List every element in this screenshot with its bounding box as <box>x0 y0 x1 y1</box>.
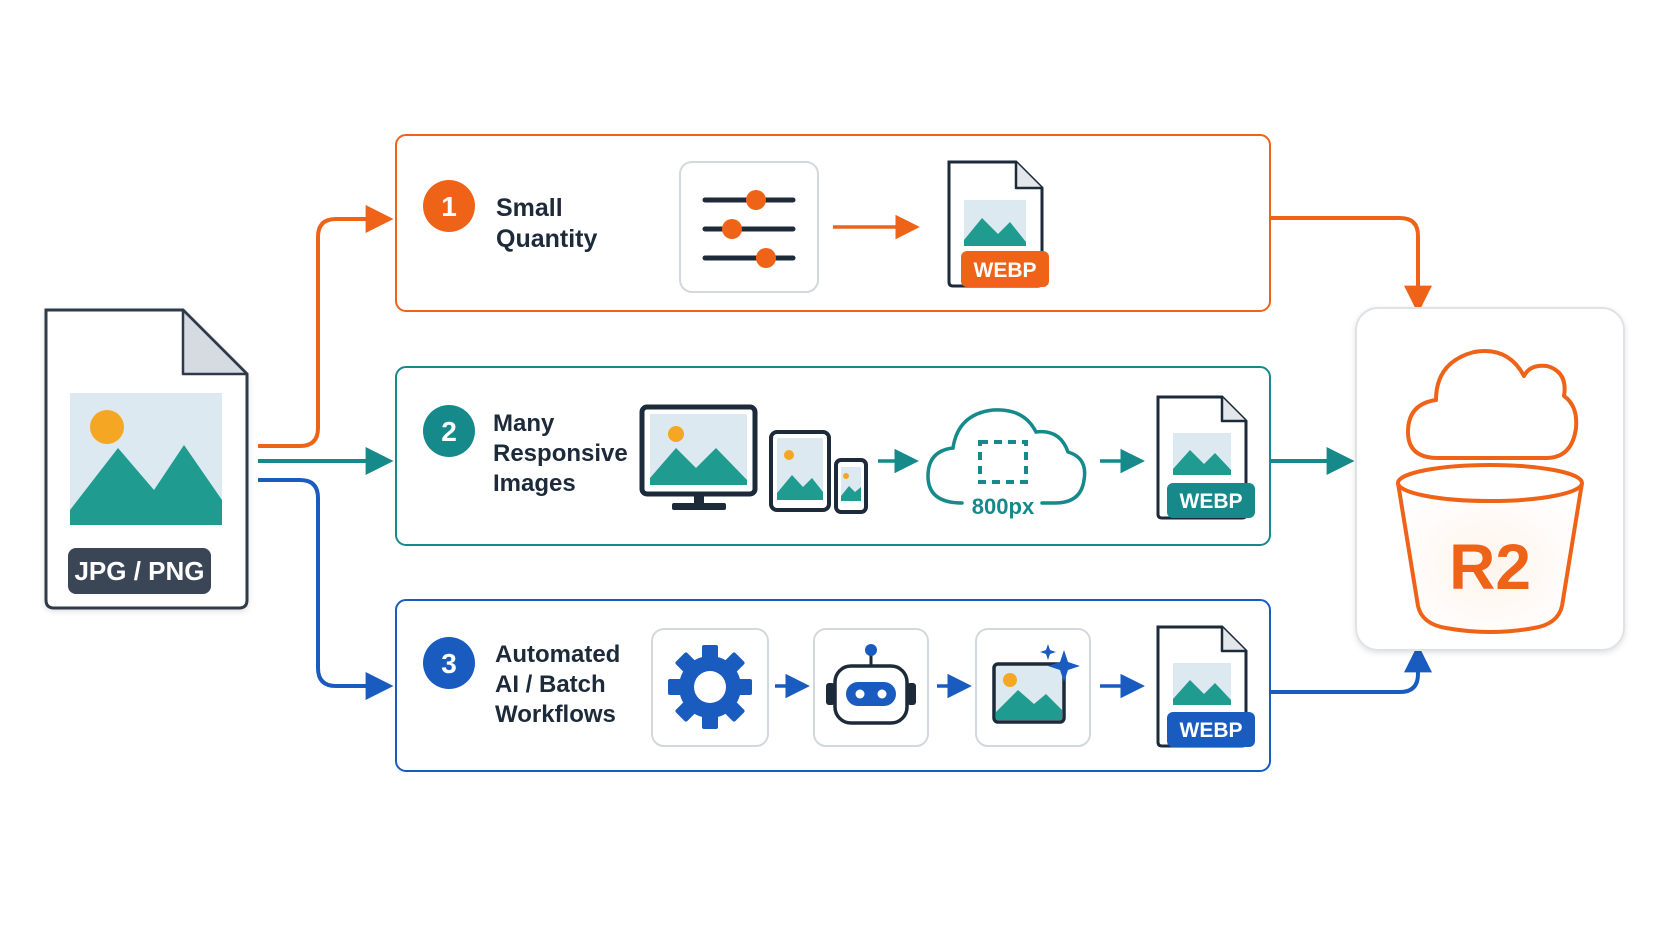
connector-row3-r2 <box>1270 644 1432 694</box>
row-1-number: 1 <box>441 191 457 222</box>
row-3-webp-badge: WEBP <box>1180 719 1243 742</box>
row-1-small-quantity: 1 Small Quantity WEBP <box>395 134 1271 312</box>
row-2-title-line-2: Responsive <box>493 440 628 467</box>
destination-label: R2 <box>1449 531 1531 603</box>
row-3-title-line-3: Workflows <box>495 701 616 728</box>
row-3-title-line-2: AI / Batch <box>495 671 606 698</box>
row-1-number-badge <box>423 180 475 232</box>
source-file: JPG / PNG <box>44 308 249 610</box>
destination-r2: R2 <box>1355 307 1625 651</box>
row-2-title-line-1: Many <box>493 410 555 437</box>
row-1-title-line-1: Small <box>496 194 563 222</box>
svg-text:Many Responsive Im: Many Responsive Images <box>493 410 634 497</box>
svg-text:Automated AI / Batch: Automated AI / Batch Workflows <box>495 641 627 728</box>
r2-bucket-cloud-icon: R2 <box>1396 349 1584 634</box>
row-1-title-line-2: Quantity <box>496 225 597 253</box>
webp-file-icon: WEBP <box>1156 625 1255 748</box>
connector-source-row1 <box>258 205 394 448</box>
cloud-resize-icon: 800px <box>926 408 1087 519</box>
robot-icon <box>813 628 929 747</box>
sliders-icon <box>679 161 819 293</box>
row-2-responsive-images: 2 Many Responsive Images <box>395 366 1271 546</box>
row-1-box <box>395 134 1271 312</box>
connector-row1-r2 <box>1270 216 1432 314</box>
resize-width-label: 800px <box>972 494 1035 519</box>
source-format-label: JPG / PNG <box>74 556 204 586</box>
row-3-number: 3 <box>441 648 457 679</box>
devices-icon <box>639 404 868 514</box>
row-2-title-line-3: Images <box>493 470 576 497</box>
svg-text:Small Quantity: Small Quantity <box>496 194 597 253</box>
ai-image-icon <box>975 628 1091 747</box>
connectors <box>258 205 1432 700</box>
webp-file-icon: WEBP <box>947 160 1049 288</box>
gear-icon <box>651 628 769 747</box>
webp-file-icon: WEBP <box>1156 395 1255 520</box>
row-3-automated-workflows: 3 Automated AI / Batch Workflows <box>395 599 1271 772</box>
row-2-number: 2 <box>441 416 457 447</box>
row-2-number-badge <box>423 405 475 457</box>
row-1-webp-badge: WEBP <box>974 259 1037 282</box>
row-3-number-badge <box>423 637 475 689</box>
source-file-fold <box>181 308 249 376</box>
connector-source-row3 <box>258 478 394 700</box>
row-2-webp-badge: WEBP <box>1180 490 1243 513</box>
row-3-title-line-1: Automated <box>495 641 620 668</box>
source-format-label-bg <box>68 548 211 594</box>
